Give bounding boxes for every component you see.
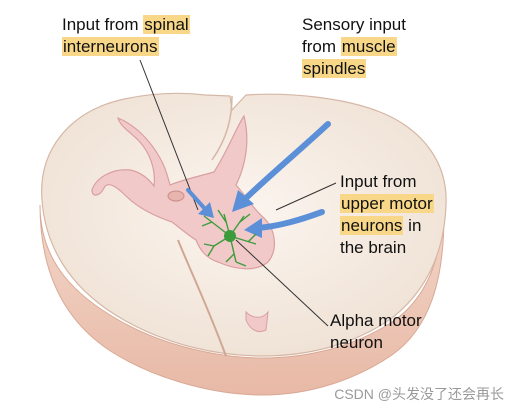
- pointer-spinal-interneurons: [139, 59, 199, 211]
- label-alpha-motor-neuron: Alpha motor neuron: [330, 311, 422, 352]
- dorsal-fissure: [211, 95, 233, 161]
- label-upper-motor-neurons: Input from upper motor neurons in the br…: [340, 172, 434, 257]
- alpha-motor-neuron-soma: [224, 230, 236, 242]
- arrow-from-interneurons: [186, 188, 208, 212]
- label-spinal-interneurons: Input from spinal interneurons: [62, 15, 190, 56]
- arrow-from-interneurons-head: [198, 202, 214, 218]
- pointer-alpha-motor-neuron: [235, 239, 329, 327]
- ventral-notch: [245, 310, 269, 333]
- arrow-from-upper-motor-neurons: [255, 209, 325, 231]
- ventral-fissure: [177, 239, 227, 357]
- central-canal: [167, 190, 185, 202]
- pointer-upper-motor-neurons: [275, 182, 337, 211]
- arrow-from-muscle-spindles-head: [232, 190, 254, 212]
- watermark: CSDN @头发没了还会再长: [334, 386, 504, 402]
- arrow-from-muscle-spindles: [241, 121, 331, 203]
- label-muscle-spindles: Sensory input from muscle spindles: [302, 15, 406, 78]
- arrow-from-upper-motor-neurons-head: [244, 218, 262, 238]
